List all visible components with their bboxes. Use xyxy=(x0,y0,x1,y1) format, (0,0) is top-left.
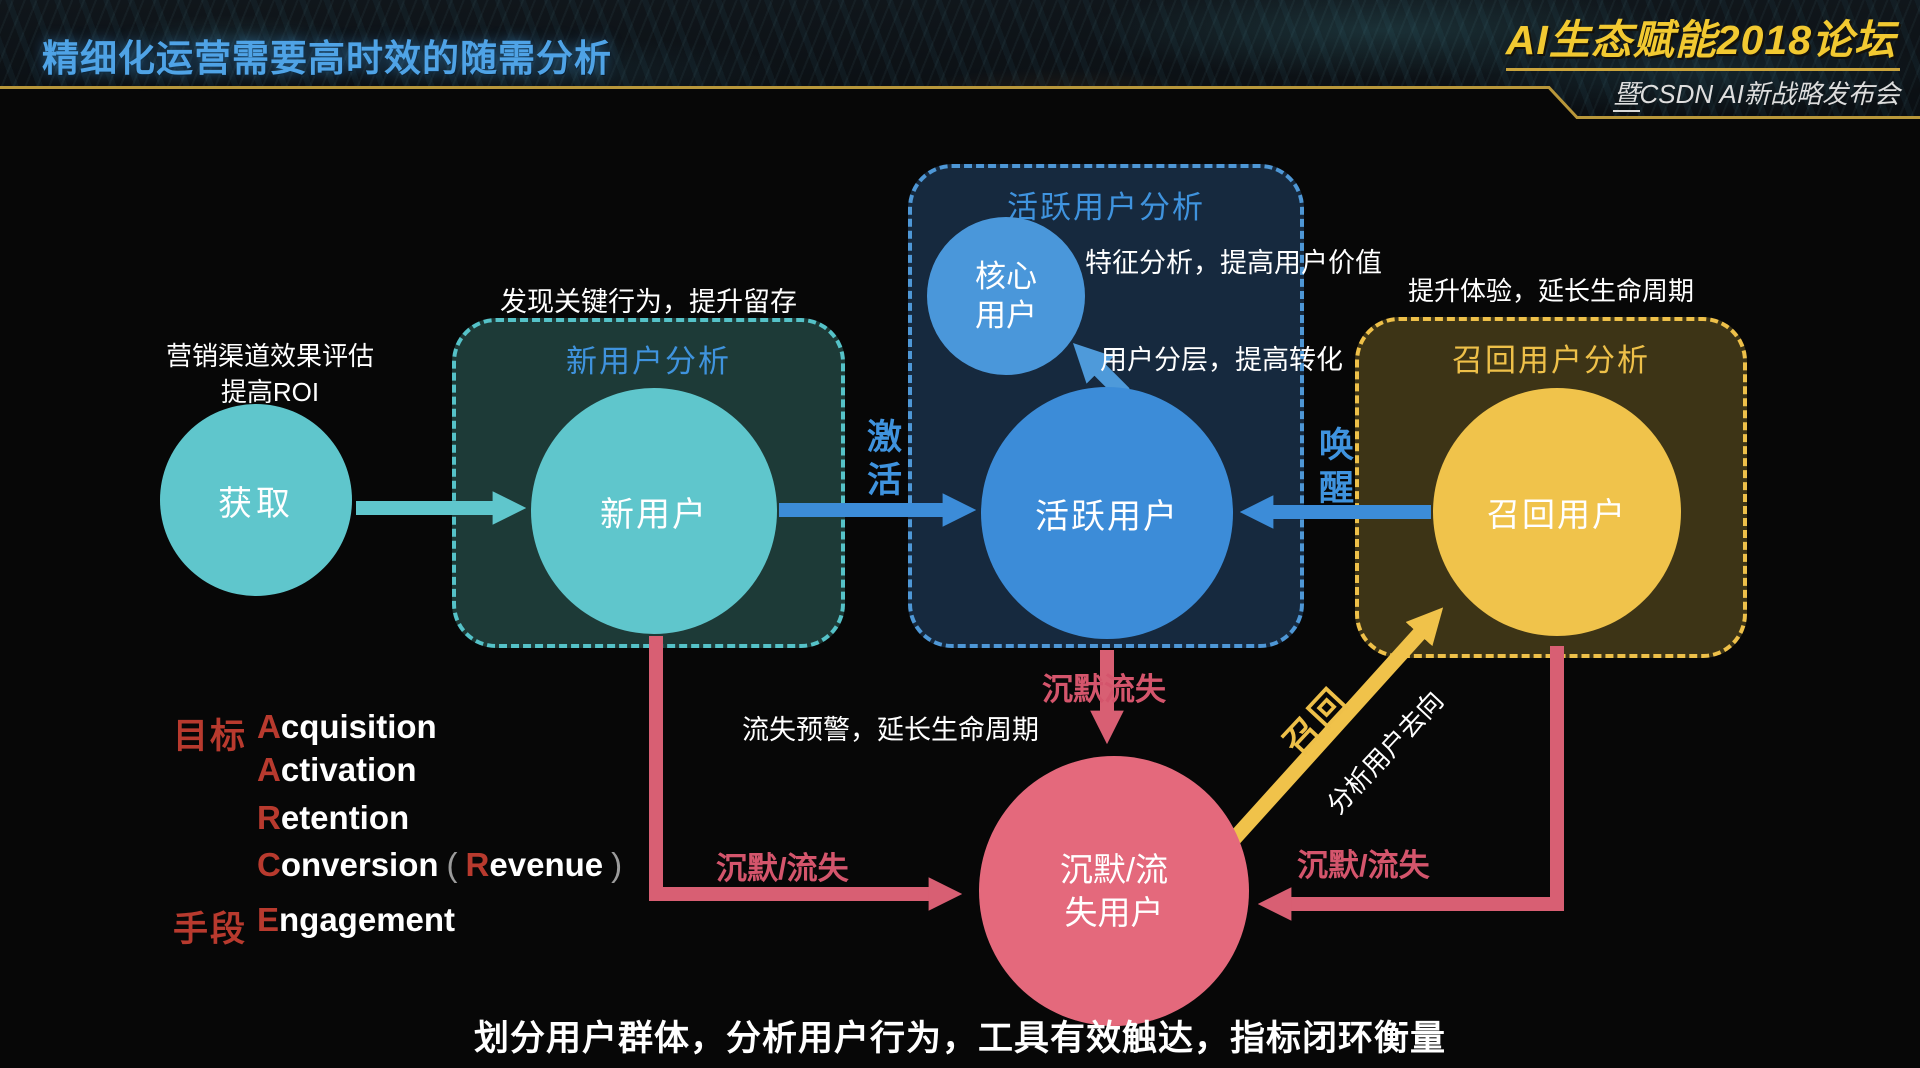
churn-left-label: 沉默/流失 xyxy=(716,851,849,886)
new-user-circle: 新用户 xyxy=(531,388,777,634)
aarrr-activation-rest: ctivation xyxy=(280,751,417,788)
page-title: 精细化运营需要高时效的随需分析 xyxy=(42,38,612,79)
revenue-lead: R xyxy=(465,846,490,883)
aarrr-conversion-rest: onversion xyxy=(280,846,439,883)
revenue-paren-open: ( xyxy=(446,846,458,883)
core-user-line2: 用户 xyxy=(975,298,1037,333)
acquire-note-line1: 营销渠道效果评估 xyxy=(165,341,374,371)
aarrr-engagement-lead: E xyxy=(257,901,280,938)
aarrr-acquisition-lead: A xyxy=(257,708,281,745)
method-label: 手段 xyxy=(173,910,248,949)
footer-summary: 划分用户群体，分析用户行为，工具有效触达，指标闭环衡量 xyxy=(473,1019,1446,1058)
core-feature-note: 特征分析，提高用户价值 xyxy=(1085,248,1382,278)
goal-label: 目标 xyxy=(173,717,248,756)
core-user-line1: 核心 xyxy=(975,259,1037,294)
user-layer-note: 用户分层，提高转化 xyxy=(1100,345,1343,375)
aarrr-retention-rest: etention xyxy=(280,799,410,836)
churn-warning-note: 流失预警，延长生命周期 xyxy=(742,715,1039,745)
acquire-note: 营销渠道效果评估 提高ROI xyxy=(110,338,430,410)
silent-churn-label: 沉默流失 xyxy=(1042,672,1166,707)
aarrr-conversion-lead: C xyxy=(257,846,281,883)
churn-user-line2: 失用户 xyxy=(1064,894,1164,931)
activate-edge-label: 激活 xyxy=(862,418,901,504)
churn-user-circle: 沉默/流 失用户 xyxy=(979,756,1249,1026)
acquire-circle: 获取 xyxy=(160,404,352,596)
aarrr-activation-lead: A xyxy=(257,751,281,788)
recall-note: 提升体验，延长生命周期 xyxy=(1407,276,1694,306)
active-user-circle: 活跃用户 xyxy=(981,387,1233,639)
aarrr-acquisition: Acquisition xyxy=(257,708,437,746)
aarrr-retention-lead: R xyxy=(257,799,281,836)
new-user-box-title: 新用户分析 xyxy=(566,344,731,379)
awaken-edge-label: 唤醒 xyxy=(1314,426,1353,512)
aarrr-conversion: Conversion(Revenue) xyxy=(257,846,630,884)
logo-subtitle-rest: CSDN AI新战略发布会 xyxy=(1639,79,1901,109)
event-logo-title: AI生态赋能2018论坛 xyxy=(1505,6,1900,71)
logo-subtitle-lead: 暨 xyxy=(1613,79,1640,112)
churn-right-label: 沉默/流失 xyxy=(1297,848,1430,883)
churn-user-line1: 沉默/流 xyxy=(1059,851,1169,888)
aarrr-retention: Retention xyxy=(257,799,409,837)
active-user-box-title: 活跃用户分析 xyxy=(1007,190,1205,225)
aarrr-activation: Activation xyxy=(257,751,417,789)
recall-user-circle: 召回用户 xyxy=(1433,388,1681,636)
revenue-paren-close: ) xyxy=(611,846,623,883)
aarrr-engagement: Engagement xyxy=(257,901,455,939)
aarrr-engagement-rest: ngagement xyxy=(279,901,456,938)
event-logo: AI生态赋能2018论坛 暨CSDN AI新战略发布会 xyxy=(1505,6,1901,112)
acquire-note-line2: 提高ROI xyxy=(220,377,320,407)
aarrr-acquisition-rest: cquisition xyxy=(280,708,437,745)
new-user-note: 发现关键行为，提升留存 xyxy=(500,287,797,317)
core-user-circle: 核心 用户 xyxy=(927,217,1085,375)
recall-user-box-title: 召回用户分析 xyxy=(1452,343,1650,378)
revenue-rest: evenue xyxy=(489,846,604,883)
event-logo-subtitle: 暨CSDN AI新战略发布会 xyxy=(1506,74,1901,112)
